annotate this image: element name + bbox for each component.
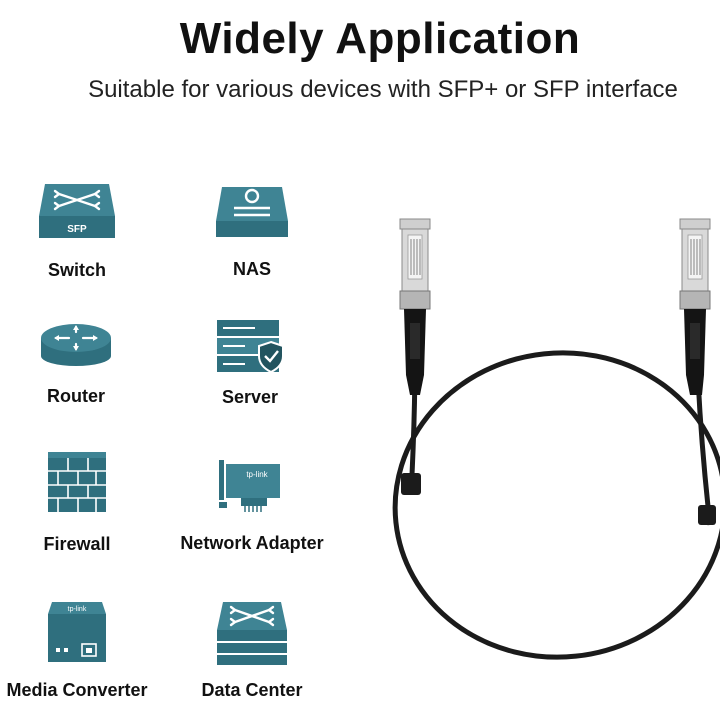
router-icon [41,324,111,366]
device-label: Switch [47,260,106,280]
sfp-module-left [399,218,431,395]
sfp-module-right [679,218,711,395]
page-subtitle: Suitable for various devices with SFP+ o… [88,76,678,103]
device-label: Firewall [43,534,111,554]
device-label: Server [221,387,279,407]
page-title: Widely Application [179,14,581,63]
device-network-adapter: tp-link Network Adapter [172,458,332,568]
network-adapter-icon: tp-link [219,460,280,512]
adapter-brand: tp-link [246,470,268,479]
device-label: Media Converter [6,680,148,700]
device-label: Router [47,386,105,406]
server-icon [217,320,284,374]
firewall-icon [48,452,106,512]
device-switch: SFP Switch [0,182,157,282]
device-label: Network Adapter [180,533,324,553]
data-center-icon [217,602,287,665]
dac-cable-icon [392,218,720,660]
device-label: NAS [232,259,271,279]
device-nas: NAS [172,185,332,285]
device-firewall: Firewall [0,450,157,560]
converter-brand: tp-link [68,606,87,613]
device-data-center: Data Center [172,600,332,710]
media-converter-icon: tp-link [48,602,106,662]
nas-icon [216,187,288,237]
device-server: Server [170,318,330,418]
device-router: Router [0,318,156,418]
switch-badge: SFP [67,224,87,235]
device-media-converter: tp-link Media Converter [0,600,157,710]
switch-icon: SFP [39,184,115,238]
device-label: Data Center [201,680,303,700]
